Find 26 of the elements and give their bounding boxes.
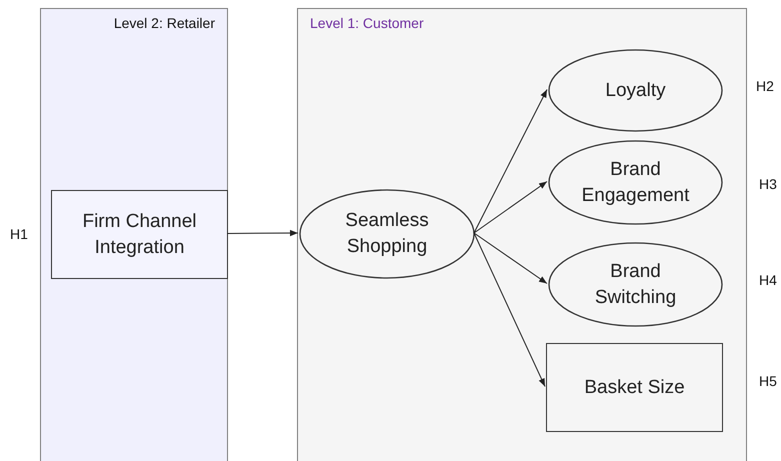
hypothesis-label: H5 xyxy=(759,373,777,389)
arrow xyxy=(474,89,548,234)
construct-ellipse xyxy=(548,140,723,225)
construct-box xyxy=(51,190,228,279)
level-panel xyxy=(40,8,228,461)
construct-label: Loyalty xyxy=(604,78,667,103)
panel-title: Level 1: Customer xyxy=(310,15,424,31)
construct-box xyxy=(546,343,723,432)
hypothesis-label: H4 xyxy=(759,272,777,288)
construct-label: Firm Channel Integration xyxy=(81,210,198,260)
arrow xyxy=(474,232,548,284)
hypothesis-label: H3 xyxy=(759,176,777,192)
construct-label: Brand Switching xyxy=(594,260,678,310)
construct-label: Seamless Shopping xyxy=(344,209,430,259)
construct-ellipse xyxy=(548,49,723,132)
arrow xyxy=(226,230,298,236)
level-panel xyxy=(297,8,747,461)
arrow xyxy=(474,232,546,387)
construct-ellipse xyxy=(299,189,475,279)
hypothesis-label: H2 xyxy=(756,78,774,94)
hypothesis-label: H1 xyxy=(10,226,28,242)
construct-label: Basket Size xyxy=(583,376,686,400)
panel-title: Level 2: Retailer xyxy=(114,15,215,31)
construct-label: Brand Engagement xyxy=(580,158,690,208)
arrow xyxy=(474,181,548,234)
construct-ellipse xyxy=(548,242,723,327)
